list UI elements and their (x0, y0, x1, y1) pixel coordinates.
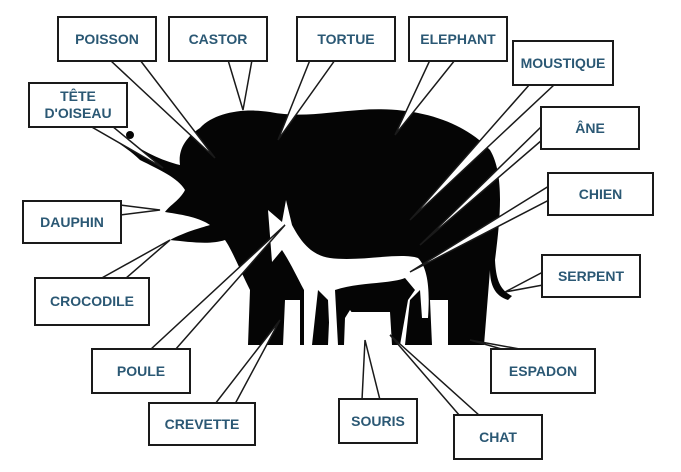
donkey-silhouette (268, 200, 429, 345)
label-serpent: SERPENT (541, 254, 641, 298)
label-text: POISSON (75, 30, 139, 47)
label-text: CHIEN (578, 185, 623, 202)
label-dauphin: DAUPHIN (22, 200, 122, 244)
label-text: POULE (116, 362, 166, 379)
label-text: CASTOR (188, 30, 248, 47)
cat-silhouette (344, 310, 385, 345)
label-text: CROCODILE (50, 293, 134, 309)
label-text: CHAT (479, 428, 517, 445)
label-souris: SOURIS (338, 398, 418, 444)
label-poule: POULE (91, 348, 191, 394)
label-text: CREVETTE (164, 415, 240, 432)
label-text: ELEPHANT (420, 30, 496, 47)
label-elephant: ELEPHANT (408, 16, 508, 62)
label-text: DAUPHIN (40, 213, 104, 230)
label-castor: CASTOR (168, 16, 268, 62)
dog-silhouette (335, 278, 415, 345)
label-poisson: POISSON (57, 16, 157, 62)
label-tortue: TORTUE (296, 16, 396, 62)
label-crevette: CREVETTE (148, 402, 256, 446)
label-text: MOUSTIQUE (520, 54, 606, 71)
label-moustique: MOUSTIQUE (512, 40, 614, 86)
label-chien: CHIEN (547, 172, 654, 216)
label-text: TÊTE (60, 88, 96, 104)
label-chat: CHAT (453, 414, 543, 460)
label-text: D'OISEAU (44, 105, 112, 121)
label-text: SERPENT (557, 267, 625, 284)
label-text: TORTUE (317, 30, 375, 47)
label-text: SOURIS (351, 412, 405, 429)
label-text: ESPADON (508, 362, 578, 379)
label-text: ÂNE (575, 119, 605, 136)
label-ane: ÂNE (540, 106, 640, 150)
label-espadon: ESPADON (490, 348, 596, 394)
label-crocodile: CROCODILE (34, 277, 150, 326)
